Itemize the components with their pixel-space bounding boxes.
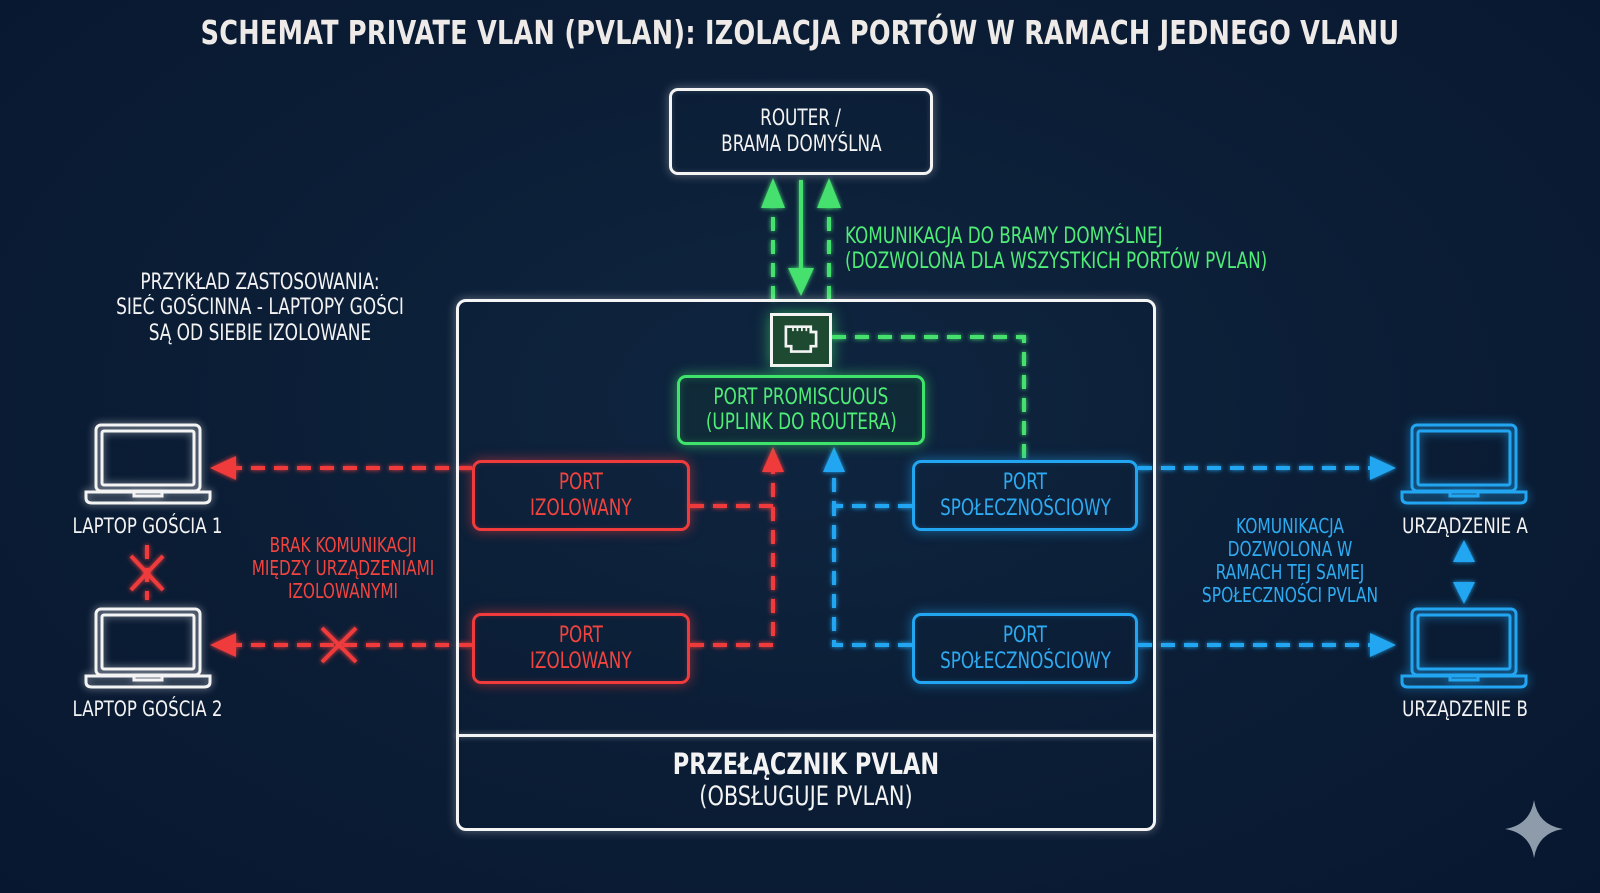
isolated-port-1-line1: PORT — [559, 470, 603, 496]
switch-name: PRZEŁĄCZNIK PVLAN — [672, 747, 940, 781]
isolated-port-1-line2: IZOLOWANY — [530, 495, 632, 521]
arrowhead-up-left — [761, 178, 785, 208]
community-note-line4: SPOŁECZNOŚCI PVLAN — [1201, 583, 1379, 607]
community-note: KOMUNIKACJA DOZWOLONA W RAMACH TEJ SAMEJ… — [1165, 515, 1415, 607]
isolated-port-2-line1: PORT — [559, 623, 603, 649]
ethernet-port-icon — [770, 313, 832, 367]
use-case-line2: SIEĆ GOŚCINNA - LAPTOPY GOŚCI — [116, 295, 404, 321]
isolated-port-1: PORT IZOLOWANY — [472, 460, 690, 531]
isolated-port-2-line2: IZOLOWANY — [530, 648, 632, 674]
community-note-line1: KOMUNIKACJA — [1236, 514, 1344, 538]
router-label-line2: BRAMA DOMYŚLNA — [720, 131, 882, 157]
arrowhead-up-right — [817, 178, 841, 208]
isolated-note-line1: BRAK KOMUNIKACJI — [269, 533, 417, 557]
block-x-link-a — [320, 626, 358, 664]
device-a-label: URZĄDZENIE A — [1402, 514, 1528, 538]
community-note-line3: RAMACH TEJ SAMEJ — [1215, 560, 1365, 584]
promiscuous-line2: (UPLINK DO ROUTERA) — [705, 410, 897, 435]
community-port-1: PORT SPOŁECZNOŚCIOWY — [912, 460, 1138, 531]
switch-footer: PRZEŁĄCZNIK PVLAN (OBSŁUGUJE PVLAN) — [456, 747, 1156, 813]
blue-arrowhead-device-b — [1370, 633, 1396, 657]
block-x-laptops-b — [129, 554, 165, 592]
laptop-icon — [1400, 422, 1528, 506]
diagram-title: SCHEMAT PRIVATE VLAN (PVLAN): IZOLACJA P… — [200, 13, 1400, 52]
router-label-line1: ROUTER / — [760, 106, 842, 132]
community-port-1-line1: PORT — [1003, 470, 1047, 496]
block-x-link-b — [320, 626, 358, 664]
isolated-note: BRAK KOMUNIKACJI MIĘDZY URZĄDZENIAMI IZO… — [218, 534, 468, 603]
sparkle-icon — [1505, 800, 1563, 858]
switch-divider — [456, 734, 1156, 737]
use-case-line3: SĄ OD SIEBIE IZOLOWANE — [148, 320, 372, 346]
isolated-note-line3: IZOLOWANYMI — [287, 579, 399, 603]
blue-arrowhead-ab-down — [1453, 582, 1475, 604]
block-x-laptops-a — [129, 554, 165, 592]
laptop-icon — [84, 422, 212, 506]
isolated-port-2: PORT IZOLOWANY — [472, 613, 690, 684]
gateway-note: KOMUNIKACJA DO BRAMY DOMYŚLNEJ (DOZWOLON… — [845, 224, 1267, 275]
blue-arrowhead-ab-up — [1453, 540, 1475, 562]
red-arrowhead-laptop2 — [210, 633, 236, 657]
community-port-2: PORT SPOŁECZNOŚCIOWY — [912, 613, 1138, 684]
router-box: ROUTER / BRAMA DOMYŚLNA — [669, 88, 933, 175]
community-port-1-line2: SPOŁECZNOŚCIOWY — [939, 495, 1111, 521]
red-arrowhead-laptop1 — [210, 456, 236, 480]
laptop-icon — [1400, 606, 1528, 690]
laptop-guest-2-label: LAPTOP GOŚCIA 2 — [72, 697, 223, 721]
laptop-guest-1-label: LAPTOP GOŚCIA 1 — [72, 514, 223, 538]
laptop-icon — [84, 606, 212, 690]
community-port-2-line1: PORT — [1003, 623, 1047, 649]
promiscuous-line1: PORT PROMISCUOUS — [713, 384, 889, 410]
gateway-note-line1: KOMUNIKACJA DO BRAMY DOMYŚLNEJ — [845, 224, 1163, 249]
blue-arrowhead-device-a — [1370, 456, 1396, 480]
use-case-line1: PRZYKŁAD ZASTOSOWANIA: — [140, 270, 380, 295]
switch-subtitle: (OBSŁUGUJE PVLAN) — [699, 781, 913, 813]
promiscuous-port: PORT PROMISCUOUS (UPLINK DO ROUTERA) — [677, 375, 925, 445]
isolated-note-line2: MIĘDZY URZĄDZENIAMI — [251, 556, 435, 580]
pvlan-switch — [456, 299, 1156, 831]
device-b-label: URZĄDZENIE B — [1402, 697, 1528, 721]
arrowhead-down — [788, 268, 814, 296]
community-note-line2: DOZWOLONA W — [1227, 537, 1353, 561]
gateway-note-line2: (DOZWOLONA DLA WSZYSTKICH PORTÓW PVLAN) — [845, 249, 1268, 275]
use-case-note: PRZYKŁAD ZASTOSOWANIA: SIEĆ GOŚCINNA - L… — [60, 270, 460, 346]
community-port-2-line2: SPOŁECZNOŚCIOWY — [939, 648, 1111, 674]
